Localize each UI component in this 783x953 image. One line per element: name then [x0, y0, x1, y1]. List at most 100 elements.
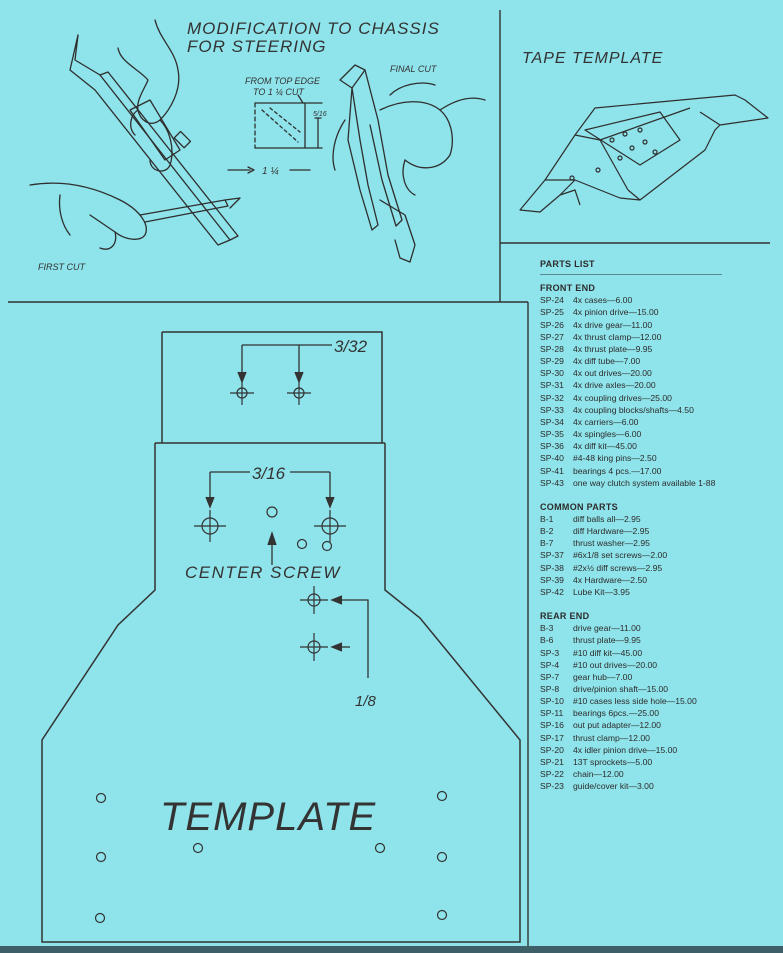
part-code: B-3 [540, 623, 554, 634]
part-code: SP-8 [540, 684, 560, 694]
list-item: SP-29 4x diff tube—7.00 [540, 355, 775, 367]
list-item: SP-41 bearings 4 pcs.—17.00 [540, 465, 775, 477]
first-cut-label: FIRST CUT [38, 262, 86, 272]
part-code: SP-29 [540, 356, 564, 367]
chassis-modification-drawing [29, 19, 486, 263]
part-description: 4x thrust clamp—12.00 [573, 331, 662, 342]
crosshair-hole [300, 633, 328, 661]
part-code: SP-11 [540, 708, 564, 719]
center-screw-label: CENTER SCREW [185, 563, 341, 582]
part-description: bearings 4 pcs.—17.00 [573, 465, 662, 476]
part-code: SP-17 [540, 732, 564, 743]
part-code: SP-32 [540, 392, 564, 403]
part-description: #2x½ diff screws—2.95 [573, 562, 663, 573]
list-item: SP-38 #2x½ diff screws—2.95 [540, 562, 775, 574]
hole [95, 792, 107, 804]
list-item: SP-3#10 diff kit—45.00 [540, 647, 775, 659]
part-code: SP-39 [540, 574, 564, 585]
part-description: thrust washer—2.95 [573, 538, 650, 549]
part-description: diff Hardware—2.95 [573, 526, 650, 537]
part-code: SP-31 [540, 380, 564, 391]
hole [296, 538, 308, 550]
part-code: SP-37 [540, 550, 564, 561]
common-parts-heading: COMMON PARTS [540, 501, 618, 512]
template-labels: 3/32 3/16 1/8 CENTER SCREW TEMPLATE [160, 337, 377, 839]
part-code: B-1 [540, 513, 554, 524]
hole [436, 851, 448, 863]
list-item: SP-40#4-48 king pins—2.50 [540, 452, 775, 464]
height-dimension: 5/16 [313, 111, 327, 118]
part-code: SP-22 [540, 769, 564, 780]
tape-template-drawing [519, 94, 769, 213]
part-code: SP-24 [540, 295, 564, 306]
front-end-heading: FRONT END [540, 283, 596, 294]
list-item: SP-39 4x Hardware—2.50 [540, 574, 775, 586]
hole [192, 842, 204, 854]
part-code: SP-23 [540, 781, 564, 792]
dim-3-16: 3/16 [252, 464, 286, 483]
to-cut-label: TO 1 ¼ CUT [253, 87, 305, 97]
part-code: SP-20 [540, 744, 564, 755]
part-description: 4x diff tube—7.00 [573, 356, 641, 367]
list-item: SP-37#6x1/8 set screws—2.00 [540, 549, 775, 561]
list-item: SP-7 gear hub—7.00 [540, 671, 775, 683]
part-code: SP-26 [540, 319, 564, 330]
dim-3-32: 3/32 [334, 337, 368, 356]
parts-list-title: PARTS LIST [540, 259, 595, 269]
template-label: TEMPLATE [160, 795, 377, 839]
from-top-edge-label: FROM TOP EDGE [245, 76, 321, 86]
list-item: SP-4#10 out drives—20.00 [540, 659, 775, 671]
part-description: thrust plate—9.95 [573, 635, 641, 646]
part-code: SP-7 [540, 671, 560, 682]
part-description: 4x cases—6.00 [573, 295, 633, 306]
part-description: gear hub—7.00 [573, 671, 633, 682]
part-code: SP-30 [540, 368, 564, 379]
hole [374, 842, 386, 854]
part-description: 4x out drives—20.00 [573, 368, 652, 379]
part-description: 4x diff kit—45.00 [573, 441, 637, 452]
template-outline [41, 331, 521, 943]
hole [436, 909, 448, 921]
rear-end-heading: REAR END [540, 611, 590, 622]
list-item: B-2 diff Hardware—2.95 [540, 525, 775, 537]
part-code: SP-43 [540, 477, 564, 488]
crosshair-hole [314, 510, 346, 542]
part-description: 4x Hardware—2.50 [573, 574, 648, 585]
section-dividers [8, 10, 770, 946]
part-code: SP-42 [540, 586, 564, 597]
template-holes [94, 381, 448, 924]
part-code: B-7 [540, 538, 554, 549]
divider [540, 274, 722, 275]
part-code: SP-16 [540, 720, 564, 731]
list-item: SP-10#10 cases less side hole—15.00 [540, 695, 775, 707]
part-description: 13T sprockets—5.00 [573, 756, 653, 767]
list-item: SP-24 4x cases—6.00 [540, 294, 775, 306]
part-code: SP-41 [540, 465, 564, 476]
part-code: B-2 [540, 526, 554, 537]
list-item: B-6 thrust plate—9.95 [540, 634, 775, 646]
part-description: 4x carriers—6.00 [573, 416, 639, 427]
part-code: SP-34 [540, 416, 564, 427]
part-code: SP-28 [540, 343, 564, 354]
part-code: SP-38 [540, 562, 564, 573]
part-code: SP-3 [540, 647, 560, 658]
part-code: SP-27 [540, 331, 564, 342]
part-code: B-6 [540, 635, 554, 646]
part-description: bearings 6pcs.—25.00 [573, 708, 659, 719]
